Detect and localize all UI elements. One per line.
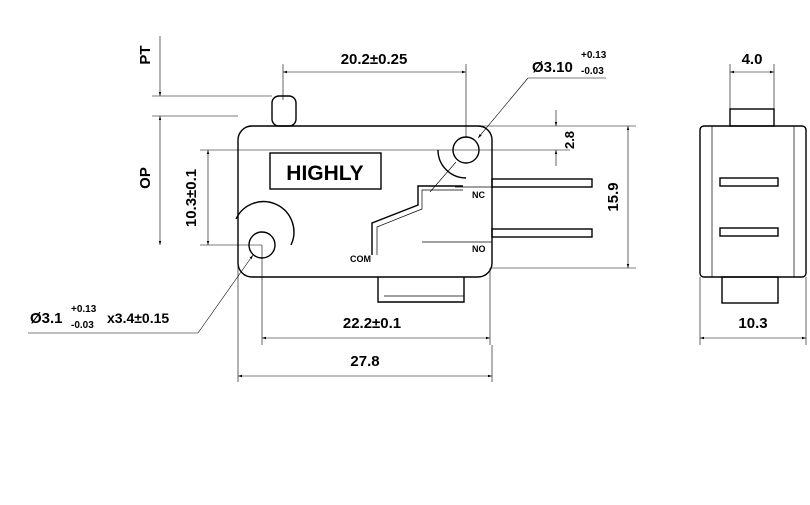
dim-2-8: 2.8	[466, 110, 636, 166]
dim-side-10-3: 10.3	[699, 277, 807, 345]
svg-text:10.3: 10.3	[738, 315, 767, 332]
com-label: COM	[350, 254, 371, 264]
svg-text:10.3±0.1: 10.3±0.1	[183, 169, 200, 227]
svg-text:27.8: 27.8	[350, 353, 379, 370]
dim-22-2: 22.2±0.1	[261, 245, 491, 345]
nc-terminal	[455, 178, 593, 188]
svg-text:20.2±0.25: 20.2±0.25	[341, 51, 408, 68]
nc-label: NC	[472, 190, 485, 200]
dim-pt-op: PT OP	[137, 36, 272, 245]
svg-text:x3.4±0.15: x3.4±0.15	[107, 310, 169, 326]
svg-text:-0.03: -0.03	[581, 66, 604, 77]
svg-text:15.9: 15.9	[605, 182, 622, 211]
plunger	[271, 95, 297, 127]
svg-text:Ø3.1: Ø3.1	[30, 310, 63, 327]
com-lever	[371, 185, 463, 255]
no-terminal	[422, 228, 593, 243]
svg-text:+0.13: +0.13	[71, 304, 97, 315]
dim-hole-top: Ø3.10 +0.13 -0.03	[429, 50, 607, 193]
svg-text:4.0: 4.0	[742, 51, 763, 68]
dim-20-2: 20.2±0.25	[282, 51, 467, 138]
mounting-hole-right	[437, 136, 480, 179]
no-label: NO	[472, 244, 486, 254]
svg-text:22.2±0.1: 22.2±0.1	[343, 315, 401, 332]
dim-hole-bottom: Ø3.1 +0.13 -0.03 x3.4±0.15	[28, 254, 254, 334]
side-view	[699, 108, 807, 304]
pt-label: PT	[137, 45, 154, 64]
com-terminal	[377, 277, 465, 303]
mounting-hole-left	[235, 200, 295, 259]
svg-text:+0.13: +0.13	[581, 50, 607, 61]
svg-text:-0.03: -0.03	[71, 320, 94, 331]
svg-text:Ø3.10: Ø3.10	[532, 59, 573, 76]
dim-27-8: 27.8	[237, 200, 493, 382]
dim-4-0: 4.0	[729, 51, 775, 109]
brand-label-box: HIGHLY	[269, 152, 382, 190]
brand-label: HIGHLY	[286, 162, 363, 185]
dim-15-9: 15.9	[492, 125, 636, 269]
op-label: OP	[137, 167, 154, 189]
dim-10-3: 10.3±0.1	[183, 149, 466, 246]
svg-text:2.8: 2.8	[562, 131, 577, 149]
